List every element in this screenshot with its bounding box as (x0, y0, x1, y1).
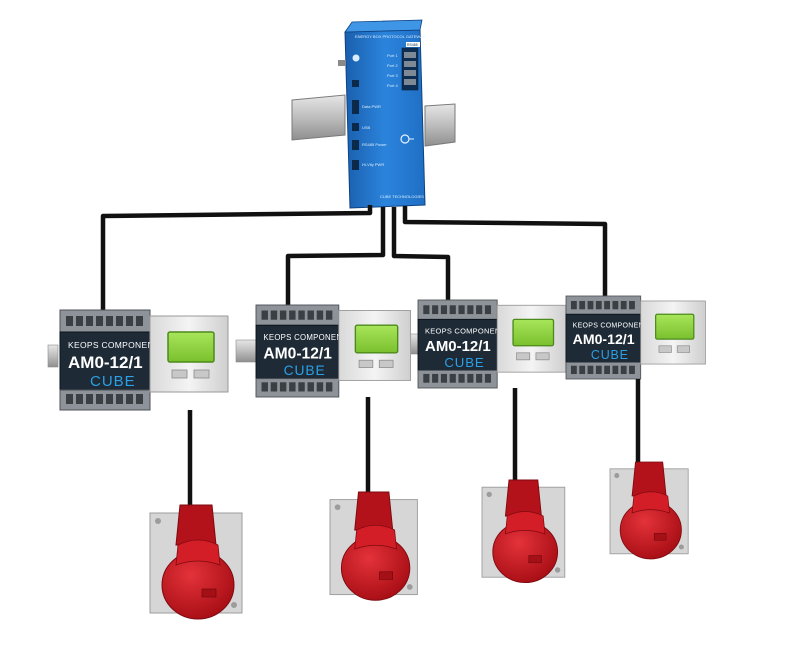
wire-4 (402, 206, 608, 298)
controller-label-4: Hi-Vlty PWR (362, 162, 384, 167)
module-face (255, 324, 340, 380)
module-brand: KEOPS COMPONENT (425, 326, 505, 335)
controller-label-1: Data PWR (362, 104, 381, 109)
module-logo: CUBE (444, 355, 484, 370)
module-model: AM0-12/1 (425, 338, 491, 355)
module-model: AM0-12/1 (68, 353, 143, 372)
sockets-group (149, 379, 689, 620)
controller-port-3: Port 3 (387, 73, 398, 78)
socket-icon (481, 479, 566, 584)
meter-button[interactable] (358, 359, 374, 368)
usb-icon (352, 123, 359, 131)
meter-button[interactable] (378, 359, 394, 368)
meter-button[interactable] (193, 369, 210, 379)
wire-2 (285, 207, 386, 306)
lcd-icon (354, 324, 399, 354)
controller-port-1: Port 1 (387, 53, 398, 58)
socket-icon (609, 461, 689, 560)
controller-port-4: Port 4 (387, 83, 398, 88)
bus-wires (100, 205, 608, 310)
meter-button[interactable] (171, 369, 188, 379)
wire-1 (100, 205, 373, 310)
controller-brand: CUBE TECHNOLOGIES (380, 194, 424, 199)
socket-icon (149, 504, 243, 620)
lcd-icon (512, 318, 555, 347)
lcd-icon (655, 313, 695, 340)
meter-button[interactable] (516, 352, 531, 361)
meter-button[interactable] (535, 352, 550, 361)
controller-top-text: ENERGY BOX PROTOCOL GATEWAY (355, 34, 425, 39)
module-brand: KEOPS COMPONENT (573, 323, 649, 330)
din-rail-icon (291, 94, 456, 147)
module-face (59, 331, 151, 391)
lcd-icon (167, 331, 215, 363)
socket-icon (329, 491, 418, 601)
controller-label-3: RS485 Power (362, 142, 387, 147)
module-face (565, 313, 642, 363)
module-model: AM0-12/1 (263, 345, 332, 362)
module-logo: CUBE (284, 363, 326, 378)
module-logo: CUBE (591, 348, 629, 362)
meter-button[interactable] (676, 345, 691, 353)
controller-label-2: USB (362, 125, 371, 130)
wire-3 (391, 207, 451, 302)
controller-badge (406, 42, 420, 47)
module-face (417, 318, 498, 371)
controller-port-2: Port 2 (387, 63, 398, 68)
module-logo: CUBE (90, 373, 136, 390)
module-brand: KEOPS COMPONENT (68, 340, 159, 350)
module-model: AM0-12/1 (573, 331, 635, 347)
controller-device: ENERGY BOX PROTOCOL GATEWAY RS485 Port 1… (338, 19, 426, 209)
network-icon (352, 54, 360, 62)
meter-button[interactable] (658, 345, 672, 353)
controller-badge-text: RS485 (407, 43, 418, 47)
module-brand: KEOPS COMPONENT (263, 333, 347, 342)
